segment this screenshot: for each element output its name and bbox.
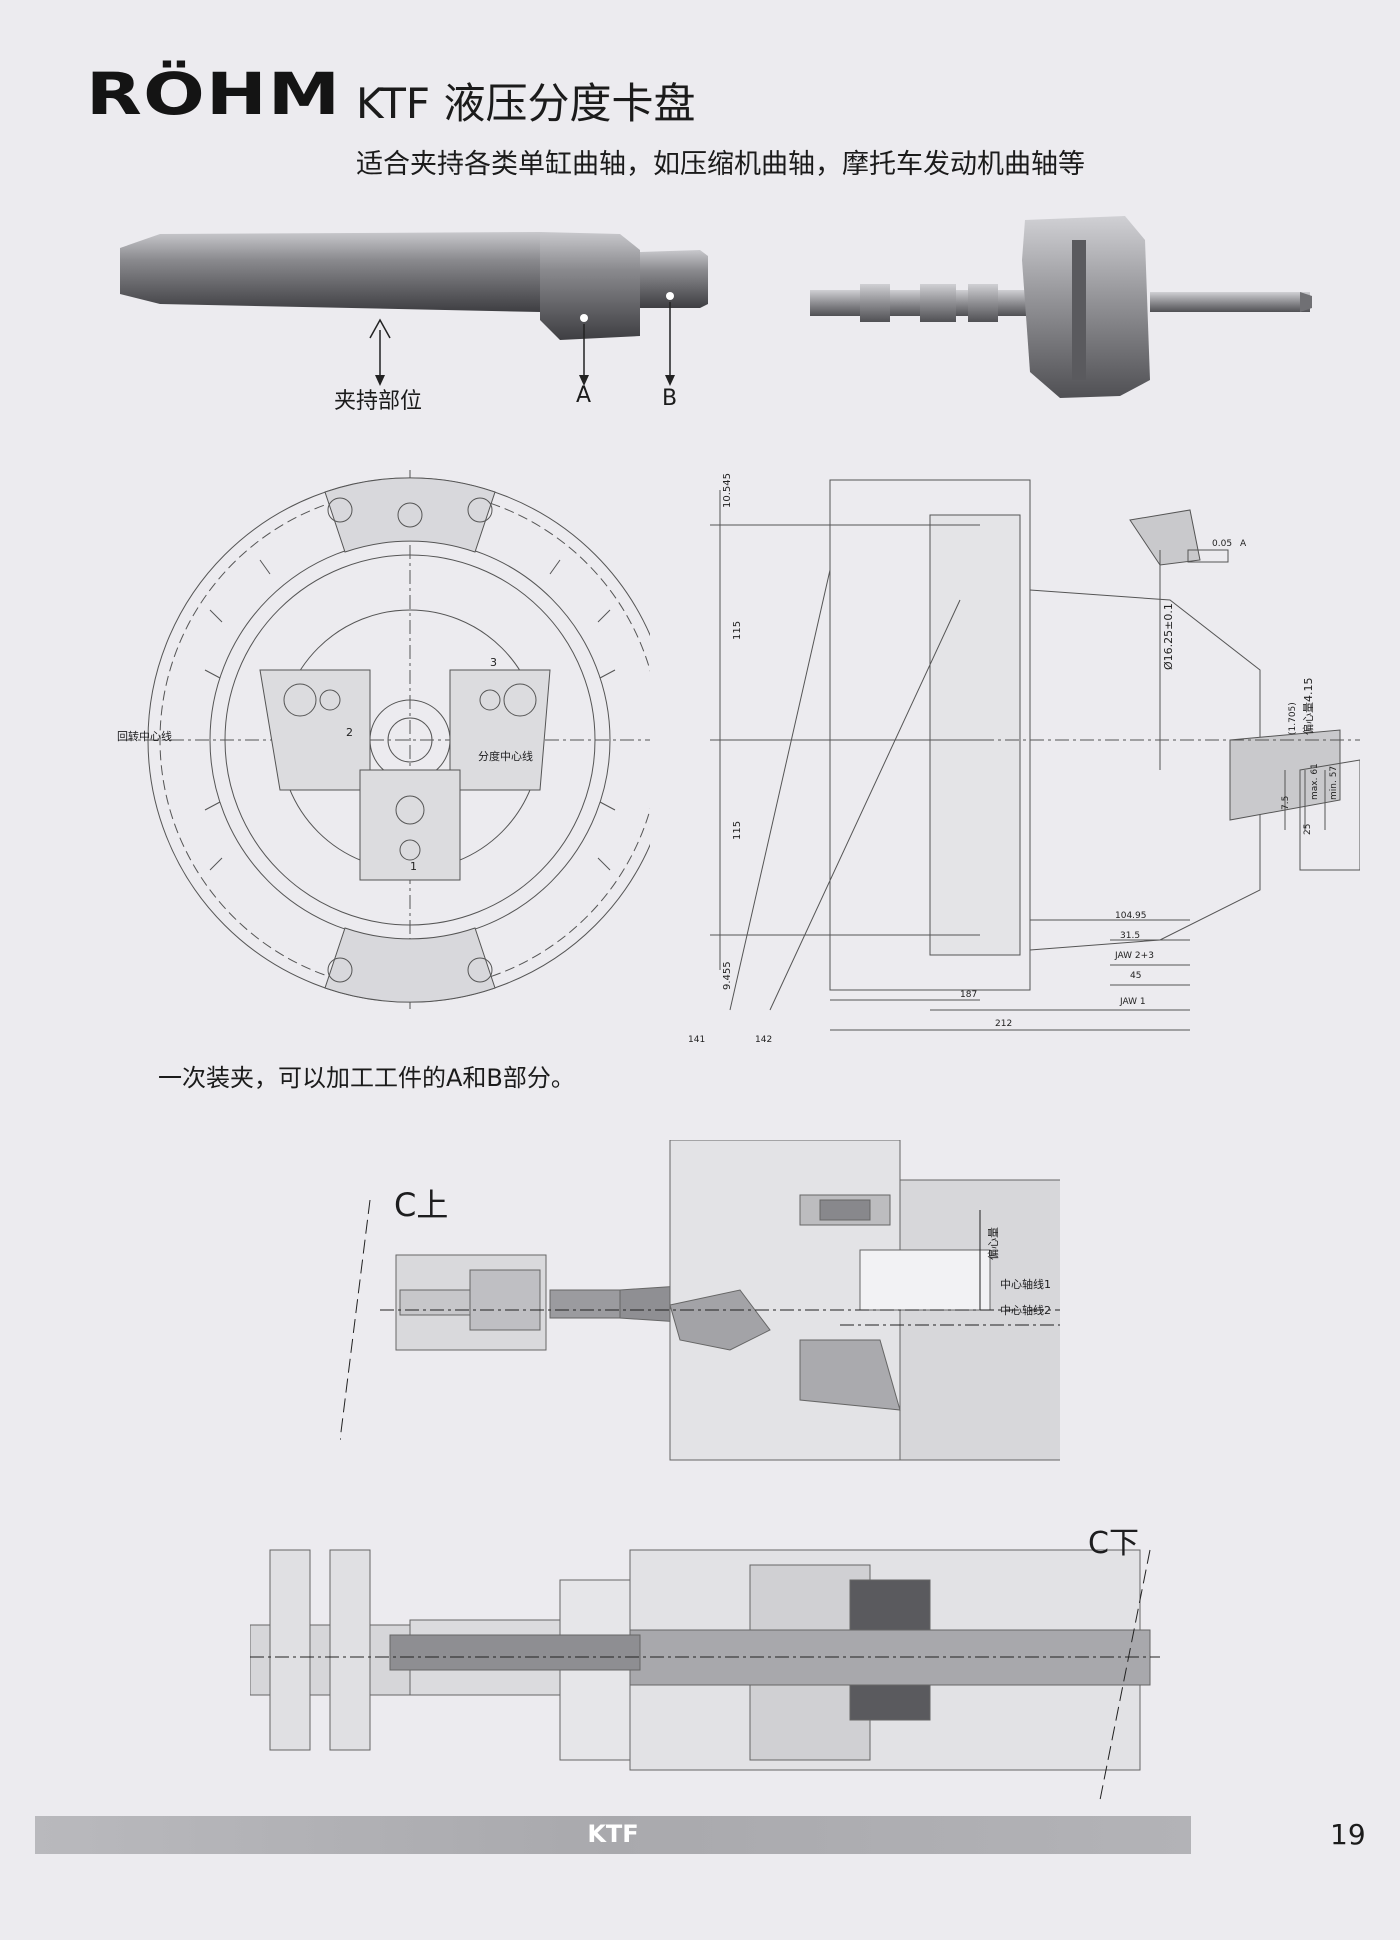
c-lower-section-drawing xyxy=(250,1549,1160,1800)
dim-45: 45 xyxy=(1130,971,1141,981)
dim-212: 212 xyxy=(995,1019,1012,1029)
dim-top: 10.545 xyxy=(722,473,733,508)
page-subtitle: 适合夹持各类单缸曲轴，如压缩机曲轴，摩托车发动机曲轴等 xyxy=(356,149,1085,180)
rohm-logo: RÖHM xyxy=(86,60,342,128)
eccentric-small: (1.705) xyxy=(1288,702,1298,735)
dim-104-95: 104.95 xyxy=(1115,911,1147,921)
footer-bar: KTF xyxy=(35,1816,1191,1854)
datum-label: A xyxy=(1240,539,1247,549)
jaw-number-2: 2 xyxy=(346,726,353,739)
part-141: 141 xyxy=(688,1035,705,1045)
jaw-23-label: JAW 2+3 xyxy=(1114,951,1154,961)
dim-7-5: 7.5 xyxy=(1281,796,1291,810)
tolerance-value: 0.05 xyxy=(1212,539,1232,549)
c-upper-label: C上 xyxy=(394,1186,449,1224)
page-title: KTF 液压分度卡盘 xyxy=(356,79,696,128)
dim-bottom: 9.455 xyxy=(722,961,733,990)
index-center-label: 分度中心线 xyxy=(478,750,533,763)
diameter-dim: Ø16.25±0.1 xyxy=(1162,603,1175,670)
part-142: 142 xyxy=(755,1035,772,1045)
c-upper-eccentric-label: 偏心量 xyxy=(986,1227,1000,1260)
footer-product-label: KTF xyxy=(587,1820,639,1848)
max-dim: max. 61 xyxy=(1310,763,1320,800)
clamping-caption: 一次装夹，可以加工工件的A和B部分。 xyxy=(158,1064,575,1092)
jaw-number-3: 3 xyxy=(490,656,497,669)
eccentric-dim: 偏心量4.15 xyxy=(1301,678,1315,736)
clamp-position-label: 夹持部位 xyxy=(334,389,423,414)
c-lower-label: C下 xyxy=(1088,1526,1139,1561)
crankshaft-photo xyxy=(810,216,1312,398)
center-axis-1-label: 中心轴线1 xyxy=(1000,1278,1051,1291)
dim-lower: 115 xyxy=(732,821,743,840)
dim-25: 25 xyxy=(1303,824,1313,835)
label-b: B xyxy=(662,386,678,411)
rotation-center-label: 回转中心线 xyxy=(117,730,172,743)
page-number: 19 xyxy=(1330,1818,1366,1851)
dim-187: 187 xyxy=(960,990,977,1000)
c-upper-section-drawing: 偏心量 xyxy=(340,1140,1060,1461)
dim-upper: 115 xyxy=(732,621,743,640)
chuck-section-drawing: 10.545 115 115 9.455 Ø16.25±0.1 0.05 A (… xyxy=(688,473,1360,1045)
jaw-1-label: JAW 1 xyxy=(1119,997,1146,1007)
min-dim: min. 57 xyxy=(1329,766,1339,800)
label-a: A xyxy=(576,383,592,408)
chuck-front-view-drawing: 2 3 1 xyxy=(120,470,650,1010)
center-axis-2-label: 中心轴线2 xyxy=(1000,1304,1051,1317)
shaft-photo xyxy=(120,232,708,386)
dim-31-5: 31.5 xyxy=(1120,931,1140,941)
jaw-number-1: 1 xyxy=(410,860,417,873)
